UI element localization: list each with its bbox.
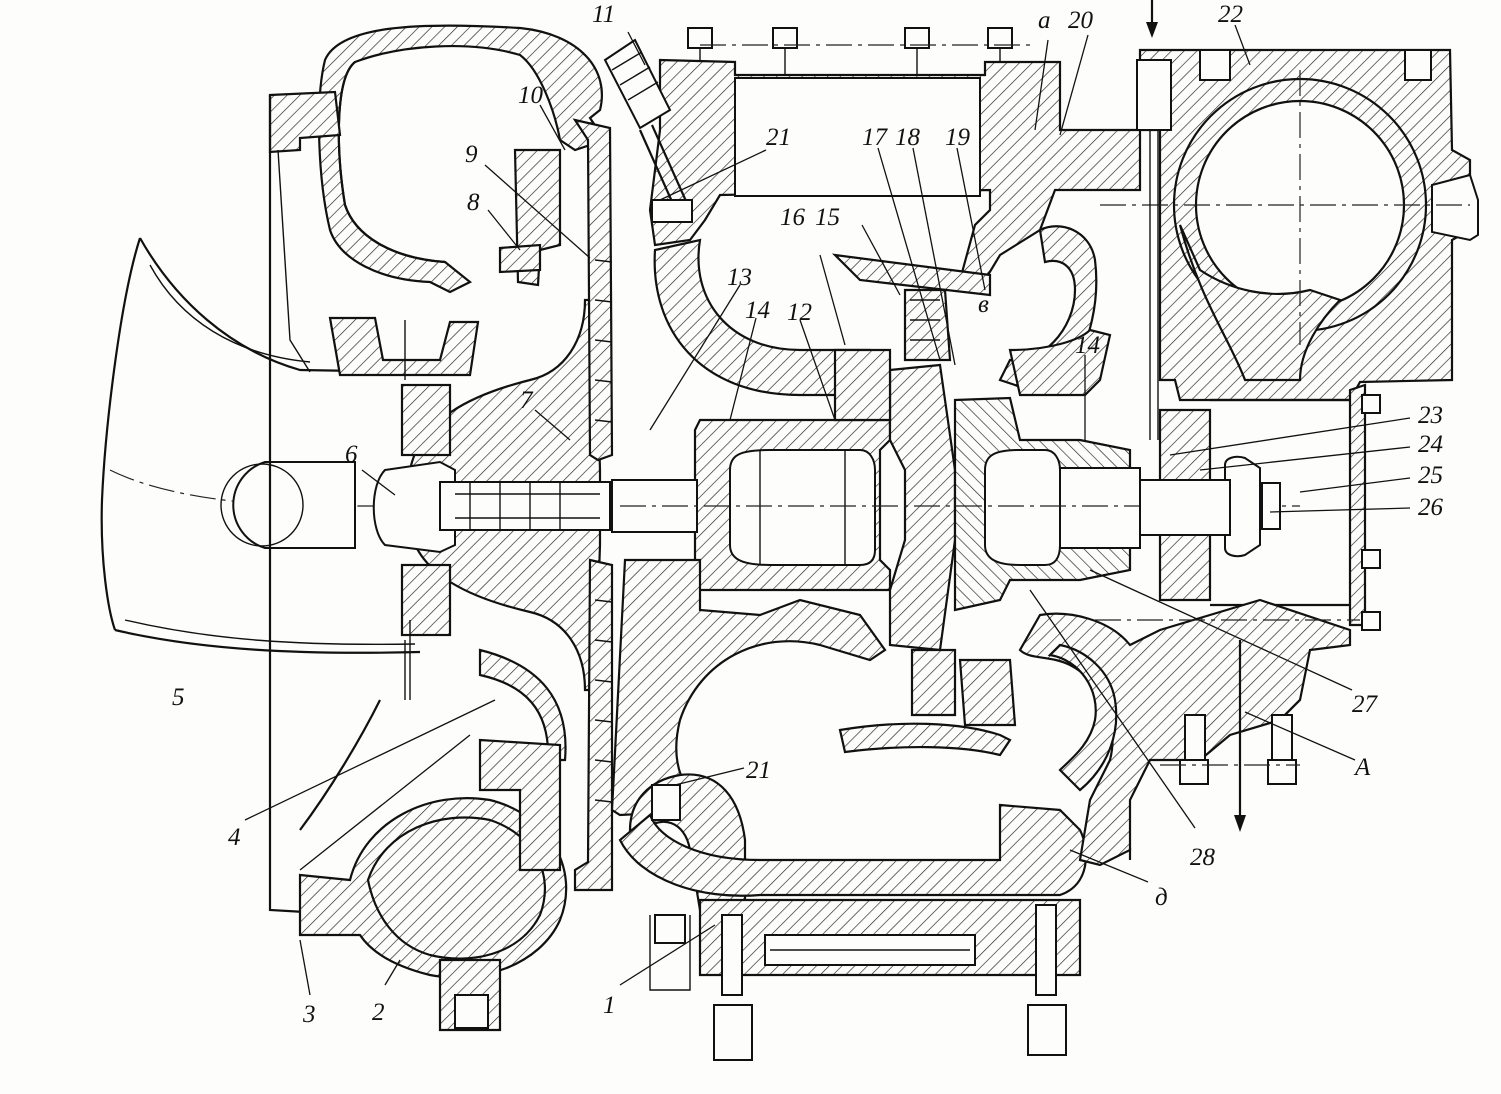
callout-10: 10 [518, 82, 544, 109]
callout-8: 8 [467, 189, 480, 216]
callout-4: 4 [228, 824, 241, 851]
callout-12: 12 [787, 299, 812, 326]
callout-22: 22 [1218, 1, 1243, 28]
callout-25: 25 [1418, 462, 1443, 489]
callout-d: д [1155, 884, 1168, 911]
callout-27: 27 [1352, 691, 1379, 718]
callout-19: 19 [945, 124, 971, 151]
top-bolts [687, 27, 1030, 75]
callout-6: 6 [345, 441, 358, 468]
callout-18: 18 [895, 124, 921, 151]
callout-9: 9 [465, 141, 478, 168]
callouts: 1 2 3 4 5 6 7 8 9 10 11 12 13 14 14 15 1… [172, 1, 1444, 1028]
callout-24: 24 [1418, 431, 1443, 458]
callout-21-top: 21 [766, 124, 791, 151]
callout-28: 28 [1190, 844, 1216, 871]
compressor-volute-upper [268, 24, 607, 914]
inclined-plug-11 [603, 38, 693, 223]
callout-20: 20 [1068, 7, 1094, 34]
callout-16: 16 [780, 204, 806, 231]
callout-1: 1 [603, 992, 616, 1019]
callout-3: 3 [302, 1001, 316, 1028]
callout-21-bottom: 21 [746, 757, 771, 784]
callout-26: 26 [1418, 494, 1444, 521]
callout-15: 15 [815, 204, 840, 231]
bearing-housing [610, 27, 1300, 1061]
callout-7: 7 [520, 387, 534, 414]
callout-v: в [978, 291, 989, 318]
compressor-volute-lower [298, 620, 568, 1032]
callout-14-left: 14 [745, 297, 770, 324]
callout-13: 13 [727, 264, 752, 291]
callout-5: 5 [172, 684, 185, 711]
callout-2: 2 [372, 999, 385, 1026]
labyrinth-column [498, 118, 614, 892]
leader-lines [244, 24, 1411, 996]
callout-11: 11 [592, 1, 615, 28]
callout-14-right: 14 [1075, 332, 1100, 359]
callout-a: а [1038, 7, 1051, 34]
callout-A: А [1353, 754, 1371, 781]
callout-17: 17 [862, 124, 889, 151]
rotor-shaft [611, 363, 1300, 652]
callout-23: 23 [1418, 402, 1443, 429]
inlet-bend [100, 237, 620, 654]
